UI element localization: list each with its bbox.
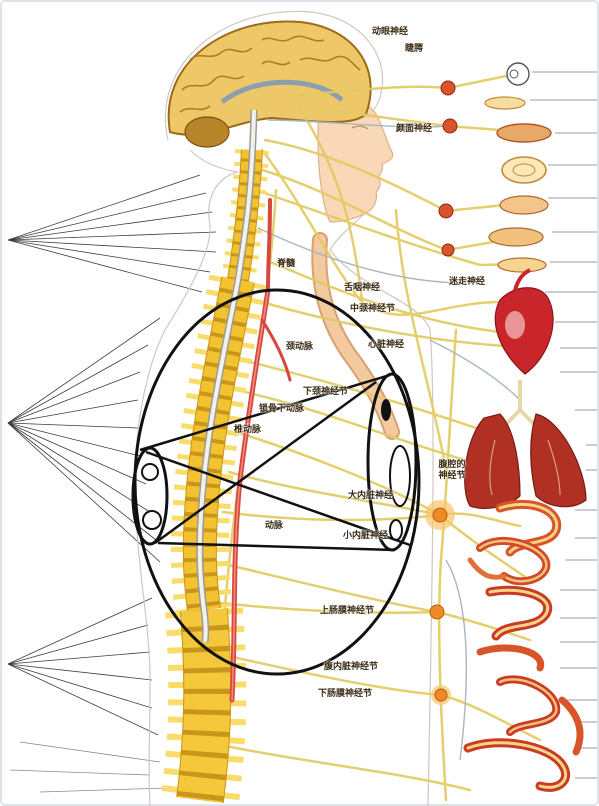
gland-slice xyxy=(500,196,548,214)
label-carotid-artery: 颈动脉 xyxy=(286,342,313,353)
superior-mesenteric-ganglion xyxy=(430,605,444,619)
inferior-mesenteric-ganglion xyxy=(435,689,447,701)
label-subclavian-artery: 锁骨下动脉 xyxy=(259,404,304,415)
label-oculomotor-nerve: 动眼神经 xyxy=(372,27,408,38)
label-ciliary: 睫腭 xyxy=(405,44,423,55)
salivary-gland xyxy=(502,157,546,183)
label-cardiac-nerve: 心脏神经 xyxy=(368,340,404,351)
cerebellum xyxy=(185,117,229,147)
ganglion xyxy=(442,244,454,256)
label-inferior-mesenteric-ganglion: 下肠膜神经节 xyxy=(318,689,372,700)
ganglion xyxy=(441,81,455,95)
label-middle-cervical-ganglion: 中颈神经节 xyxy=(350,304,395,315)
gland-slice xyxy=(489,228,543,246)
gland-slice xyxy=(498,258,546,272)
heart-highlight xyxy=(505,311,525,339)
label-abdominal-visceral-ganglion: 腹内脏神经节 xyxy=(324,662,378,673)
carotid-artery-path xyxy=(268,200,270,290)
ganglion xyxy=(443,119,457,133)
label-glossopharyngeal-nerve: 舌咽神经 xyxy=(344,283,380,294)
label-vagus-nerve: 迷走神经 xyxy=(449,277,485,288)
label-vertebral-artery: 椎动脉 xyxy=(234,425,261,436)
ganglion xyxy=(439,204,453,218)
label-superior-mesenteric-ganglion: 上肠膜神经节 xyxy=(320,606,374,617)
right-cross-section-dot xyxy=(381,399,391,421)
label-inferior-cervical-ganglion: 下颈神经节 xyxy=(303,387,348,398)
label-facial-nerve: 颜面神经 xyxy=(396,124,432,135)
label-greater-splanchnic-nerve: 大内脏神经 xyxy=(348,491,393,502)
gland-slice xyxy=(485,97,525,109)
label-spinal-cord: 脊髓 xyxy=(277,259,295,270)
gland-slice xyxy=(497,124,551,142)
celiac-ganglion xyxy=(433,508,447,522)
label-artery: 动脉 xyxy=(265,521,283,532)
label-celiac-ganglion: 腹腔的神经节 xyxy=(437,460,467,482)
label-lesser-splanchnic-nerve: 小内脏神经 xyxy=(343,531,388,542)
